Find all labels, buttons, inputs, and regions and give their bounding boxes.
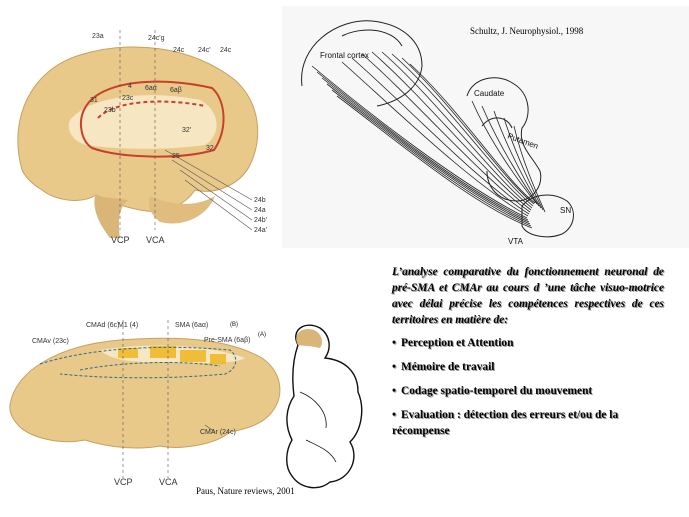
brain-lateral-shape [10, 338, 280, 448]
label-24c-prime: 24c' [198, 47, 211, 54]
label-vcp-bottom: VCP [114, 477, 133, 487]
label-6ab: 6aβ [170, 87, 182, 94]
brain-medial-shape [18, 47, 258, 238]
label-cmar: CMAr (24c) [200, 429, 236, 436]
cmar-area [210, 354, 226, 364]
bullet-item: Evaluation : détection des erreurs et/ou… [392, 407, 664, 439]
label-25: 25 [172, 153, 180, 160]
label-cmad: CMAd (6c) [86, 322, 119, 329]
marker-a: (A) [258, 332, 266, 338]
projection-figure: Frontal cortex Caudate Putamen SN VTA [282, 6, 689, 248]
label-vca-bottom: VCA [159, 477, 178, 487]
bullet-item: Codage spatio-temporel du mouvement [392, 383, 664, 399]
label-cmav: CMAv (23c) [32, 338, 69, 345]
label-24c: 24c [173, 47, 185, 54]
bullet-list: Perception et Attention Mémoire de trava… [392, 335, 664, 439]
label-6aa: 6aα [145, 85, 157, 92]
label-24b: 24b [254, 197, 266, 204]
label-sn: SN [560, 206, 571, 215]
label-24cg: 24c'g [148, 35, 165, 42]
label-vcp-top: VCP [111, 235, 130, 245]
description-text: L’analyse comparative du fonctionnement … [392, 264, 664, 447]
bullet-item: Perception et Attention [392, 335, 664, 351]
label-caudate: Caudate [474, 89, 505, 98]
citation-paus: Paus, Nature reviews, 2001 [196, 486, 295, 496]
label-frontal-cortex: Frontal cortex [320, 51, 369, 60]
bullet-item: Mémoire de travail [392, 359, 664, 375]
label-23c: 23c [122, 95, 134, 102]
label-32: 32 [206, 145, 214, 152]
sn-vta-outline [522, 195, 573, 237]
label-sma: SMA (6aα) [175, 322, 208, 329]
label-24c-2: 24c [220, 47, 232, 54]
label-24a: 24a [254, 207, 266, 214]
marker-b: (B) [230, 322, 238, 328]
pre-sma-area [180, 350, 206, 362]
label-m1: M1 (4) [118, 322, 138, 329]
projection-labels: Frontal cortex Caudate Putamen SN VTA [320, 51, 571, 246]
label-31: 31 [90, 97, 98, 104]
label-putamen: Putamen [506, 131, 539, 150]
label-vca-top: VCA [146, 235, 165, 245]
label-23a: 23a [92, 33, 104, 40]
label-4: 4 [128, 83, 132, 90]
citation-schultz: Schultz, J. Neurophysiol., 1998 [470, 26, 583, 36]
intro-paragraph: L’analyse comparative du fonctionnement … [392, 264, 664, 328]
label-32-prime: 32' [182, 127, 191, 134]
coronal-section [287, 325, 362, 487]
label-pre-sma: Pre-SMA (6aβ) [204, 337, 250, 344]
label-vta: VTA [508, 237, 524, 246]
label-23b: 23b [104, 107, 116, 114]
medial-brain-figure: 23a 24c'g 24c 24c' 24c 4 6aα 6aβ 31 23b … [0, 0, 282, 255]
label-24b-prime: 24b' [254, 217, 267, 224]
lateral-brain-figure: CMAd (6c) M1 (4) SMA (6aα) CMAv (23c) Pr… [0, 300, 385, 510]
label-24a-prime: 24a' [254, 227, 267, 234]
